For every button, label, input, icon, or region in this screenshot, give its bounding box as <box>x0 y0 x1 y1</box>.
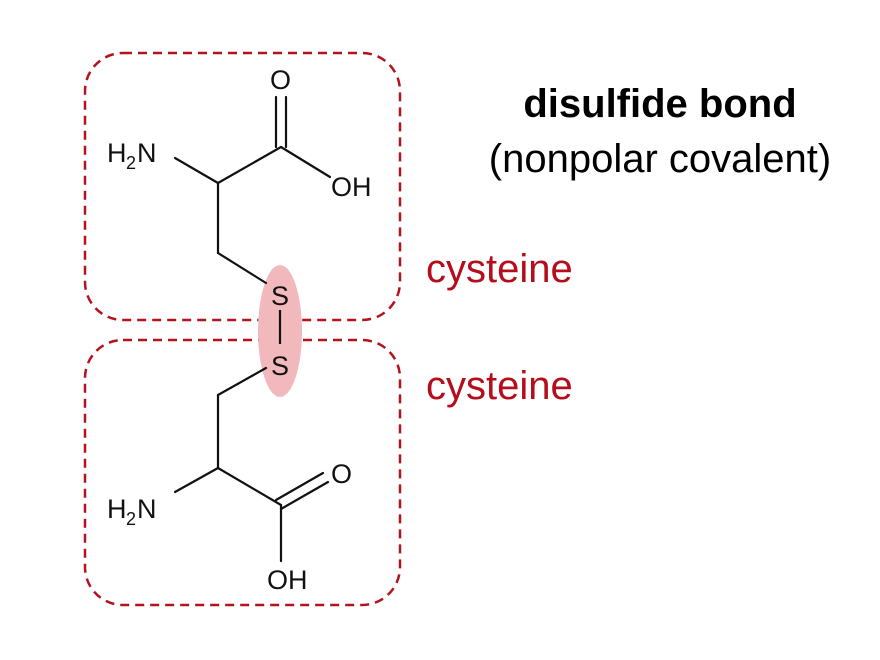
top-oxygen-label: O <box>270 65 291 95</box>
bottom-oxygen-label: O <box>331 459 352 489</box>
bottom-cysteine-label: cysteine <box>426 364 573 408</box>
diagram-title: disulfide bond <box>523 82 797 126</box>
sulfur-top-label: S <box>271 281 289 311</box>
sulfur-bottom-label: S <box>271 351 289 381</box>
top-cysteine-box <box>83 51 402 322</box>
bottom-cysteine-bonds <box>173 366 330 563</box>
top-cysteine-label: cysteine <box>426 247 573 291</box>
bottom-cysteine-box <box>83 338 402 607</box>
top-amine-subscript: 2 <box>126 153 136 173</box>
bottom-amine-n-label: N <box>137 494 157 524</box>
top-amine-h-label: H <box>107 138 127 168</box>
bottom-amine-h-label: H <box>107 494 127 524</box>
top-cysteine-bonds <box>173 95 332 285</box>
bottom-amine-subscript: 2 <box>126 509 136 529</box>
top-hydroxyl-label: OH <box>331 172 372 202</box>
top-amine-n-label: N <box>137 138 157 168</box>
bottom-hydroxyl-label: OH <box>267 565 308 595</box>
diagram-subtitle: (nonpolar covalent) <box>488 137 832 181</box>
